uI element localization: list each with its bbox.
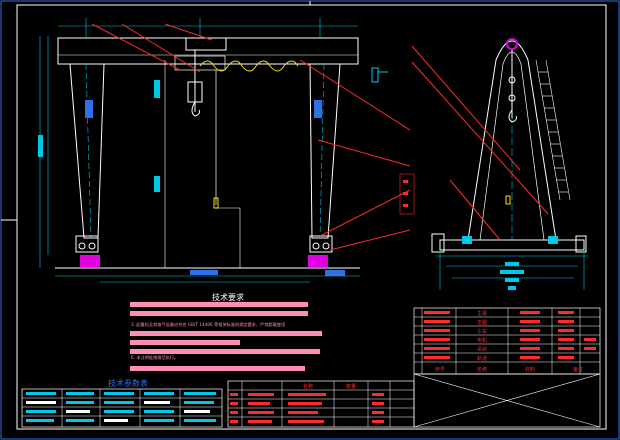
parts-col-name: 名称	[303, 383, 313, 390]
title-row-f: 轨道	[477, 355, 487, 362]
side-hook	[508, 109, 517, 123]
side-base-beam	[439, 239, 585, 251]
title-block-table: 主梁 支腿 小车 电机 吊钩 轨道 序号 名称 材料 备注	[413, 307, 601, 428]
cable-festoon	[199, 60, 299, 72]
tech-req-title: 技术要求	[212, 292, 244, 302]
left-bogie	[75, 235, 99, 253]
param-table-title: 技术参数表	[108, 378, 148, 388]
right-leg	[309, 63, 341, 239]
title-foot-3: 材料	[525, 366, 535, 373]
left-leg	[69, 63, 105, 239]
param-table: 技术参数表	[21, 378, 223, 428]
title-foot-1: 序号	[435, 366, 445, 373]
parts-col-qty: 数量	[346, 383, 356, 390]
end-bracket	[371, 67, 379, 83]
title-row-c: 小车	[477, 328, 487, 335]
tech-req-line6: 6. 未注明处按规范执行。	[131, 354, 178, 361]
title-cross-box	[413, 373, 601, 428]
title-row-b: 支腿	[477, 319, 487, 326]
side-elevation-view	[411, 38, 588, 290]
sheet-inner-frame	[16, 4, 607, 430]
right-base-block	[308, 255, 328, 267]
left-base-block	[80, 255, 100, 267]
title-row-a: 主梁	[477, 310, 487, 317]
hook	[191, 101, 200, 117]
trolley	[185, 37, 227, 51]
tech-requirements-block: 技术要求 3. 起重机及其电气设备应符合 GB/T 14406 等相关标准的规定…	[130, 292, 322, 371]
side-ladder	[535, 59, 571, 201]
front-elevation-view	[38, 18, 415, 283]
tech-req-line3: 3. 起重机及其电气设备应符合 GB/T 14406 等相关标准的规定要求，严禁…	[131, 321, 285, 328]
title-foot-2: 名称	[477, 366, 487, 373]
parts-list-table: 名称 数量	[227, 380, 415, 428]
title-row-d: 电机	[477, 337, 487, 344]
title-row-e: 吊钩	[477, 346, 487, 353]
top-sheave	[506, 38, 518, 50]
main-girder	[57, 37, 359, 65]
title-foot-4: 备注	[573, 366, 583, 373]
side-frame-outer	[467, 40, 557, 241]
